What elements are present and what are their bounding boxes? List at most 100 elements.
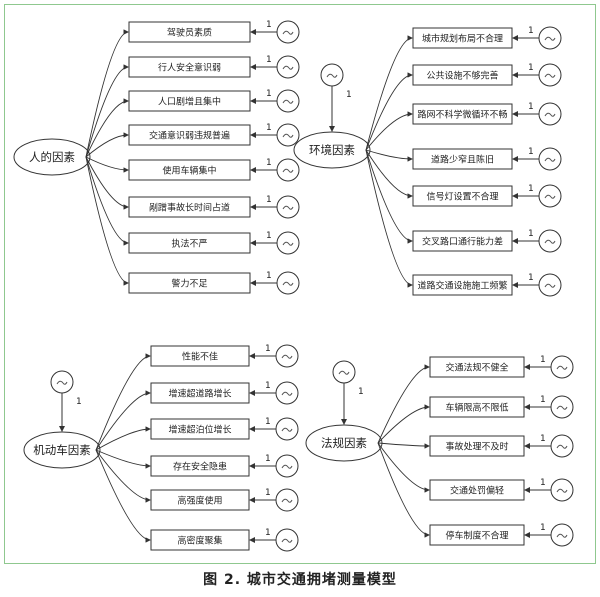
path-label: 1 [266, 123, 272, 133]
error-term-icon [538, 147, 562, 171]
error-term-icon [538, 26, 562, 50]
indicator-label: 增速超泊位增长 [168, 424, 231, 436]
loading-path-line [85, 132, 129, 158]
indicator-label: 人口剧增且集中 [158, 96, 221, 108]
indicator-label: 警力不足 [171, 278, 207, 290]
figure-caption: 图 2. 城市交通拥堵测量模型 [203, 572, 397, 588]
error-term-icon [538, 63, 562, 87]
path-label: 1 [266, 158, 272, 168]
loading-path-line [365, 149, 413, 199]
error-term-icon [50, 370, 74, 394]
error-term-icon [275, 344, 299, 368]
loading-path-line [365, 149, 413, 162]
indicator-label: 行人安全意识弱 [158, 62, 221, 74]
indicator-label: 车辆限高不限低 [445, 402, 508, 414]
error-term-icon [276, 123, 300, 147]
path-label: 1 [265, 417, 271, 427]
loading-path-line [377, 442, 430, 493]
loading-path-line [377, 442, 430, 538]
path-label: 1 [266, 195, 272, 205]
latent-ellipse-environment [293, 131, 371, 169]
indicator-label: 城市规划布局不合理 [422, 33, 503, 45]
path-label: 1 [528, 184, 534, 194]
indicator-label: 驾驶员素质 [167, 27, 212, 39]
figure-frame [4, 4, 596, 564]
error-term-icon [275, 488, 299, 512]
loading-path-line [95, 449, 151, 469]
indicator-label: 道路交通设施施工频繁 [417, 280, 507, 292]
factor-group-environment: 环境因素1城市规划布局不合理1公共设施不够完善1路网不科学微循环不畅1道路少窄且… [293, 26, 539, 296]
loading-path-line [365, 111, 413, 151]
loading-path-line [85, 156, 129, 210]
error-term-icon [275, 454, 299, 478]
loading-path-line [377, 442, 430, 449]
path-label: 1 [540, 523, 546, 533]
factor-group-regulation: 法规因素 1 交通法规不健全 1 车辆限高不限低 1 事故处理不及时 1 交通处罚偏轻 1 停车制度… [305, 355, 551, 546]
error-term-icon [276, 231, 300, 255]
indicator-label: 交通处罚偏轻 [450, 485, 504, 497]
loading-path-line [95, 353, 151, 451]
path-label: 1 [528, 147, 534, 157]
path-label: 1 [266, 20, 272, 30]
path-label: 1 [265, 488, 271, 498]
error-term-icon [538, 273, 562, 297]
path-label: 1 [528, 26, 534, 36]
indicator-label: 交通法规不健全 [445, 362, 508, 374]
error-term-icon [550, 478, 574, 502]
path-label: 1 [540, 355, 546, 365]
error-term-icon [276, 89, 300, 113]
loading-path-line [85, 29, 129, 158]
loading-path-line [95, 449, 151, 543]
path-label: 1 [528, 229, 534, 239]
loading-path-line [365, 149, 413, 288]
error-term-icon [332, 360, 356, 384]
factor-group-vehicle: 机动车因素1性能不佳1增速超道路增长1增速超泊位增长1存在安全隐患1高强度使用1… [23, 344, 276, 551]
error-term-icon [550, 395, 574, 419]
indicator-label: 停车制度不合理 [445, 530, 508, 542]
loading-path-line [85, 156, 129, 173]
path-label: 1 [266, 55, 272, 65]
loading-path-line [85, 98, 129, 158]
loading-path-line [365, 35, 413, 151]
latent-label-regulation: 法规因素 [321, 436, 367, 450]
path-label: 1 [540, 478, 546, 488]
path-label: 1 [528, 102, 534, 112]
path-label: 1 [265, 381, 271, 391]
indicator-label: 交叉路口通行能力差 [422, 236, 503, 248]
error-term-icon [276, 271, 300, 295]
error-term-icon [276, 55, 300, 79]
indicator-label: 存在安全隐患 [173, 461, 227, 473]
error-term-icon [276, 20, 300, 44]
path-label: 1 [540, 434, 546, 444]
error-term-icon [276, 158, 300, 182]
error-term-icon [538, 102, 562, 126]
path-label: 1 [528, 273, 534, 283]
latent-label-human: 人的因素 [29, 150, 75, 164]
indicator-label: 剐蹭事故长时间占道 [149, 202, 230, 214]
path-label: 1 [266, 271, 272, 281]
path-label: 1 [528, 63, 534, 73]
path-label: 1 [266, 89, 272, 99]
error-term-icon [550, 434, 574, 458]
indicator-label: 公共设施不够完善 [426, 70, 498, 82]
loading-path-line [377, 404, 430, 444]
latent-ellipse-vehicle [23, 431, 101, 469]
indicator-label: 交通意识弱违规普遍 [149, 130, 230, 142]
error-term-icon [550, 523, 574, 547]
latent-label-vehicle: 机动车因素 [33, 443, 91, 457]
loading-path-line [85, 156, 129, 286]
error-term-icon [550, 355, 574, 379]
error-term-icon [275, 381, 299, 405]
path-label: 1 [265, 528, 271, 538]
factor-group-human: 人的因素驾驶员素质1行人安全意识弱1人口剧增且集中1交通意识弱违规普遍1使用车辆… [13, 20, 277, 294]
latent-ellipse-human [13, 138, 91, 176]
indicator-label: 事故处理不及时 [445, 441, 508, 453]
path-label: 1 [540, 395, 546, 405]
loading-path-line [95, 426, 151, 451]
indicator-label: 高强度使用 [177, 495, 222, 507]
indicator-label: 道路少窄且陈旧 [431, 154, 494, 166]
latent-label-environment: 环境因素 [309, 143, 355, 157]
path-label: 1 [265, 344, 271, 354]
path-label: 1 [266, 231, 272, 241]
